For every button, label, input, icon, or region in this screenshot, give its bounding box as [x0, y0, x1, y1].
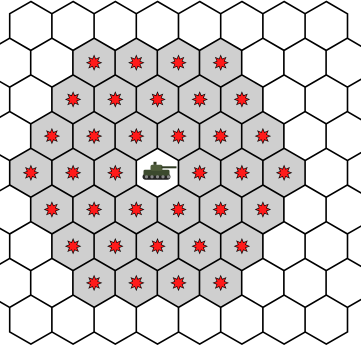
- explosion-icon: [86, 275, 102, 291]
- explosion-icon: [255, 128, 271, 144]
- explosion-icon: [149, 238, 165, 254]
- explosion-icon: [86, 128, 102, 144]
- explosion-icon: [23, 165, 39, 181]
- explosion-icon: [170, 128, 186, 144]
- explosion-icon: [170, 275, 186, 291]
- explosion-icon: [128, 275, 144, 291]
- explosion-icon: [234, 91, 250, 107]
- explosion-icon: [170, 201, 186, 217]
- explosion-icon: [128, 201, 144, 217]
- explosion-icon: [192, 165, 208, 181]
- explosion-icon: [44, 201, 60, 217]
- explosion-icon: [213, 55, 229, 71]
- explosion-icon: [107, 165, 123, 181]
- explosion-icon: [149, 91, 165, 107]
- explosion-icon: [65, 165, 81, 181]
- explosion-icon: [44, 128, 60, 144]
- explosion-icon: [192, 238, 208, 254]
- explosion-icon: [213, 128, 229, 144]
- explosion-icon: [213, 201, 229, 217]
- explosion-icon: [276, 165, 292, 181]
- explosion-icon: [234, 165, 250, 181]
- explosion-icon: [65, 91, 81, 107]
- explosion-icon: [107, 91, 123, 107]
- explosion-icon: [192, 91, 208, 107]
- explosion-icon: [170, 55, 186, 71]
- explosion-icon: [65, 238, 81, 254]
- explosion-icon: [213, 275, 229, 291]
- explosion-icon: [107, 238, 123, 254]
- explosion-icon: [86, 55, 102, 71]
- explosion-icon: [86, 201, 102, 217]
- explosion-icon: [128, 128, 144, 144]
- explosion-icon: [255, 201, 271, 217]
- explosion-icon: [128, 55, 144, 71]
- explosion-icon: [234, 238, 250, 254]
